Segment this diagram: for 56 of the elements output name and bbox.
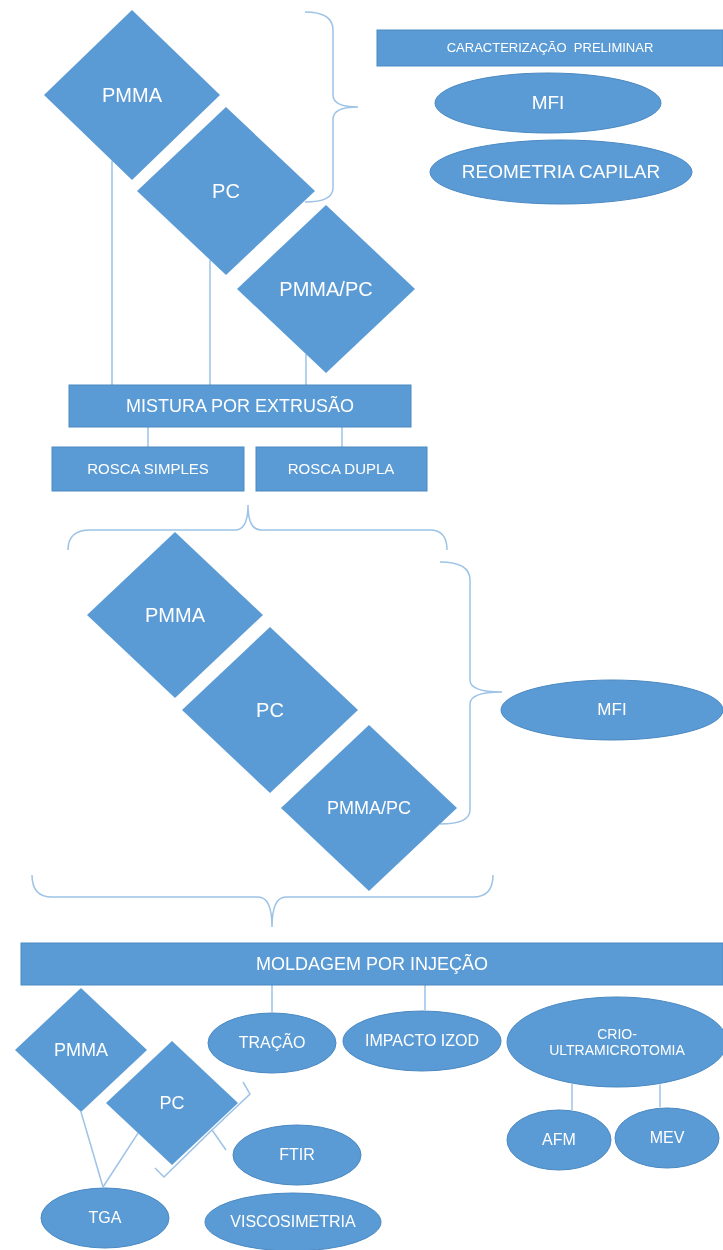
material-diamond: [281, 725, 457, 891]
connector-line: [80, 1111, 104, 1188]
node-label: PMMA: [102, 83, 162, 107]
node-label: PC: [212, 179, 240, 203]
node-label: REOMETRIA CAPILAR: [461, 161, 661, 183]
test-ellipse: [506, 1109, 612, 1171]
node-label: PMMA: [54, 1039, 108, 1061]
connector-line: [341, 426, 343, 448]
node-label: VISCOSIMETRIA: [230, 1212, 356, 1232]
process-box: [255, 447, 427, 491]
node-label: PMMA/PC: [327, 797, 411, 819]
node-label: PMMA: [145, 603, 205, 627]
node-label: FTIR: [279, 1145, 315, 1165]
process-box: [377, 30, 723, 66]
material-diamond: [106, 1041, 238, 1165]
node-label: MFI: [531, 92, 565, 114]
test-ellipse: [40, 1187, 170, 1249]
material-diamond: [237, 205, 415, 373]
node-label: MFI: [597, 700, 627, 720]
test-ellipse: [614, 1107, 720, 1169]
node-label: TRAÇÃO: [238, 1033, 306, 1053]
node-label: IMPACTO IZOD: [364, 1031, 480, 1051]
node-label: MEV: [649, 1128, 685, 1148]
node-label: CRIO-ULTRAMICROTOMIA: [548, 1025, 686, 1059]
material-diamond: [87, 532, 263, 698]
process-box: [21, 943, 723, 985]
connector-line: [571, 1083, 573, 1111]
material-diamond: [44, 10, 220, 180]
node-label: PC: [256, 698, 284, 722]
node-label: CARACTERIZAÇÃO PRELIMINAR: [446, 40, 654, 56]
test-ellipse: [207, 1012, 337, 1074]
node-label: ROSCA SIMPLES: [87, 460, 209, 478]
node-label: MISTURA POR EXTRUSÃO: [125, 395, 354, 417]
connector-line: [305, 353, 307, 386]
connector-line: [102, 1132, 139, 1188]
connector-line: [111, 159, 113, 386]
connector-line: [659, 1083, 661, 1108]
node-label: AFM: [542, 1130, 576, 1150]
material-diamond: [182, 627, 358, 793]
process-box: [69, 385, 411, 427]
node-label: PC: [159, 1092, 185, 1114]
material-diamond: [137, 107, 315, 275]
test-ellipse: [429, 139, 693, 205]
process-box: [52, 447, 244, 491]
node-label: MOLDAGEM POR INJEÇÃO: [256, 953, 488, 975]
connector-line: [209, 259, 211, 386]
node-label: PMMA/PC: [279, 277, 373, 301]
node-label: ROSCA DUPLA: [287, 460, 395, 478]
connector-line: [271, 984, 273, 1013]
test-ellipse: [434, 72, 662, 134]
material-diamond: [15, 988, 147, 1112]
connector-line: [147, 426, 149, 448]
node-label: TGA: [88, 1208, 122, 1228]
test-ellipse: [232, 1124, 362, 1186]
test-ellipse: [342, 1010, 502, 1072]
connector-line: [424, 984, 426, 1011]
